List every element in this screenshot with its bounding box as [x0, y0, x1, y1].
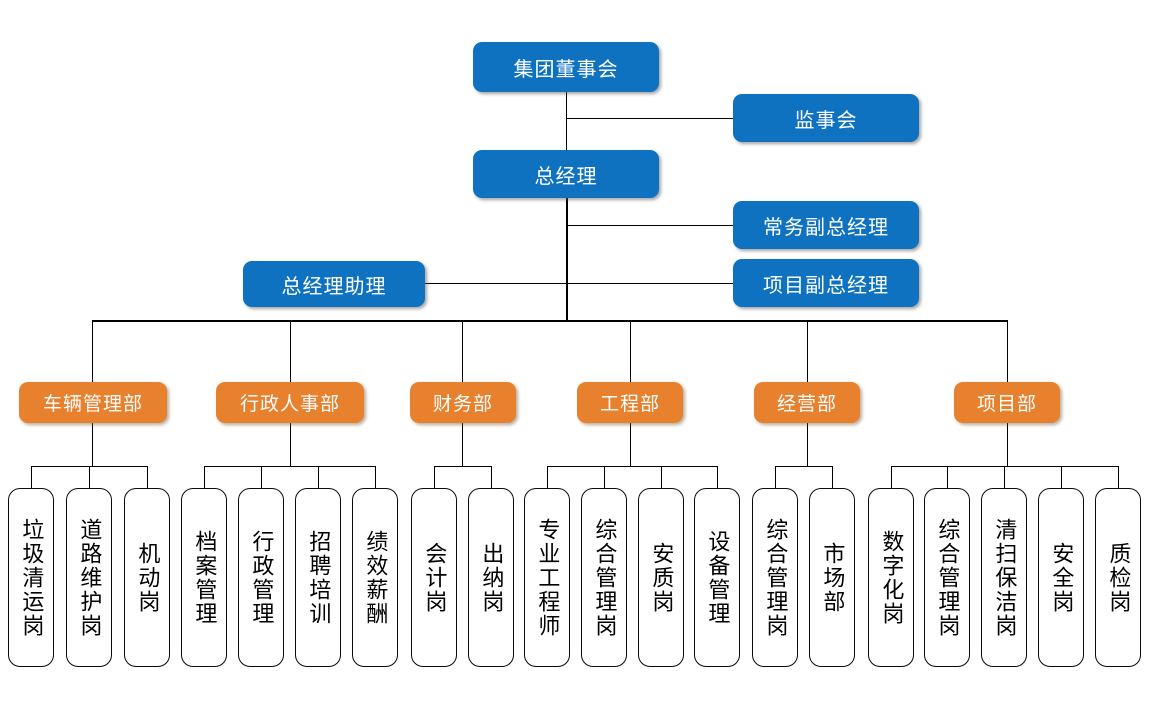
connector-board-to-gm — [566, 92, 567, 175]
drop-to-dept-0 — [92, 320, 93, 382]
dept-2-bar — [434, 466, 491, 467]
dept-1-leaf-drop-1 — [261, 466, 262, 488]
dept-3-bar — [547, 466, 717, 467]
dept-5-leaf-drop-4 — [1118, 466, 1119, 488]
dept-1-leaf-drop-2 — [318, 466, 319, 488]
node-position-engineering-1[interactable]: 综合管理岗 — [581, 488, 627, 667]
node-position-finance-1[interactable]: 出纳岗 — [468, 488, 514, 667]
node-board[interactable]: 集团董事会 — [473, 42, 659, 92]
node-department-project[interactable]: 项目部 — [954, 382, 1060, 423]
position-label: 机动岗 — [135, 541, 161, 614]
node-position-project-2[interactable]: 清扫保洁岗 — [981, 488, 1027, 667]
dept-1-stem — [290, 423, 291, 466]
drop-to-dept-5 — [1007, 320, 1008, 382]
node-position-project-3[interactable]: 安全岗 — [1038, 488, 1084, 667]
position-label: 道路维护岗 — [77, 517, 103, 638]
dept-0-stem — [92, 423, 93, 466]
dept-5-leaf-drop-1 — [947, 466, 948, 488]
node-position-admin-1[interactable]: 行政管理 — [238, 488, 284, 667]
dept-1-bar — [204, 466, 376, 467]
dept-4-leaf-drop-1 — [832, 466, 833, 488]
position-label: 综合管理岗 — [763, 517, 789, 638]
node-department-admin-hr[interactable]: 行政人事部 — [216, 382, 364, 423]
dept-3-leaf-drop-1 — [604, 466, 605, 488]
node-position-admin-2[interactable]: 招聘培训 — [295, 488, 341, 667]
connector-spine-to-exec-vice-gm — [566, 225, 733, 226]
node-department-engineering[interactable]: 工程部 — [577, 382, 683, 423]
dept-3-stem — [630, 423, 631, 466]
position-label: 综合管理岗 — [935, 517, 961, 638]
department-bus — [92, 320, 1008, 322]
dept-0-leaf-drop-0 — [31, 466, 32, 488]
position-label: 垃圾清运岗 — [19, 517, 45, 638]
position-label: 出纳岗 — [479, 541, 505, 614]
node-position-vehicle-2[interactable]: 机动岗 — [124, 488, 170, 667]
node-position-engineering-0[interactable]: 专业工程师 — [524, 488, 570, 667]
dept-3-leaf-drop-3 — [717, 466, 718, 488]
drop-to-dept-2 — [462, 320, 463, 382]
position-label: 招聘培训 — [306, 529, 332, 626]
dept-5-leaf-drop-0 — [891, 466, 892, 488]
dept-3-leaf-drop-0 — [547, 466, 548, 488]
connector-spine-to-supervisory — [566, 118, 733, 119]
node-position-project-4[interactable]: 质检岗 — [1095, 488, 1141, 667]
node-position-project-1[interactable]: 综合管理岗 — [924, 488, 970, 667]
dept-4-stem — [807, 423, 808, 466]
position-label: 市场部 — [820, 541, 846, 614]
position-label: 质检岗 — [1106, 541, 1132, 614]
position-label: 绩效薪酬 — [363, 529, 389, 626]
node-department-operations[interactable]: 经营部 — [754, 382, 860, 423]
position-label: 安质岗 — [649, 541, 675, 614]
drop-to-dept-1 — [290, 320, 291, 382]
node-supervisory-board[interactable]: 监事会 — [733, 94, 919, 142]
node-general-manager[interactable]: 总经理 — [473, 150, 659, 198]
node-position-admin-3[interactable]: 绩效薪酬 — [352, 488, 398, 667]
node-position-vehicle-1[interactable]: 道路维护岗 — [66, 488, 112, 667]
dept-5-leaf-drop-2 — [1004, 466, 1005, 488]
connector-spine-to-project-vice-gm — [566, 283, 733, 284]
position-label: 综合管理岗 — [592, 517, 618, 638]
node-position-vehicle-0[interactable]: 垃圾清运岗 — [8, 488, 54, 667]
dept-5-stem — [1007, 423, 1008, 466]
node-position-project-0[interactable]: 数字化岗 — [868, 488, 914, 667]
node-project-vice-gm[interactable]: 项目副总经理 — [733, 259, 919, 307]
connector-spine-to-gm-assistant — [425, 283, 566, 284]
node-executive-vice-gm[interactable]: 常务副总经理 — [733, 201, 919, 249]
position-label: 数字化岗 — [879, 529, 905, 626]
node-position-engineering-3[interactable]: 设备管理 — [694, 488, 740, 667]
node-position-engineering-2[interactable]: 安质岗 — [638, 488, 684, 667]
dept-5-leaf-drop-3 — [1061, 466, 1062, 488]
dept-2-leaf-drop-0 — [434, 466, 435, 488]
position-label: 行政管理 — [249, 529, 275, 626]
node-department-vehicle-management[interactable]: 车辆管理部 — [19, 382, 167, 423]
node-position-admin-0[interactable]: 档案管理 — [181, 488, 227, 667]
position-label: 安全岗 — [1049, 541, 1075, 614]
position-label: 设备管理 — [705, 529, 731, 626]
dept-2-stem — [462, 423, 463, 466]
dept-1-leaf-drop-0 — [204, 466, 205, 488]
connector-gm-spine — [566, 198, 568, 320]
dept-0-leaf-drop-1 — [89, 466, 90, 488]
position-label: 档案管理 — [192, 529, 218, 626]
position-label: 专业工程师 — [535, 517, 561, 638]
drop-to-dept-4 — [807, 320, 808, 382]
node-position-operations-0[interactable]: 综合管理岗 — [752, 488, 798, 667]
node-position-finance-0[interactable]: 会计岗 — [411, 488, 457, 667]
node-position-operations-1[interactable]: 市场部 — [809, 488, 855, 667]
position-label: 清扫保洁岗 — [992, 517, 1018, 638]
position-label: 会计岗 — [422, 541, 448, 614]
node-gm-assistant[interactable]: 总经理助理 — [243, 261, 425, 307]
dept-4-leaf-drop-0 — [775, 466, 776, 488]
dept-0-leaf-drop-2 — [147, 466, 148, 488]
node-department-finance[interactable]: 财务部 — [410, 382, 516, 423]
dept-4-bar — [775, 466, 832, 467]
dept-3-leaf-drop-2 — [661, 466, 662, 488]
dept-1-leaf-drop-3 — [375, 466, 376, 488]
drop-to-dept-3 — [630, 320, 631, 382]
dept-2-leaf-drop-1 — [491, 466, 492, 488]
